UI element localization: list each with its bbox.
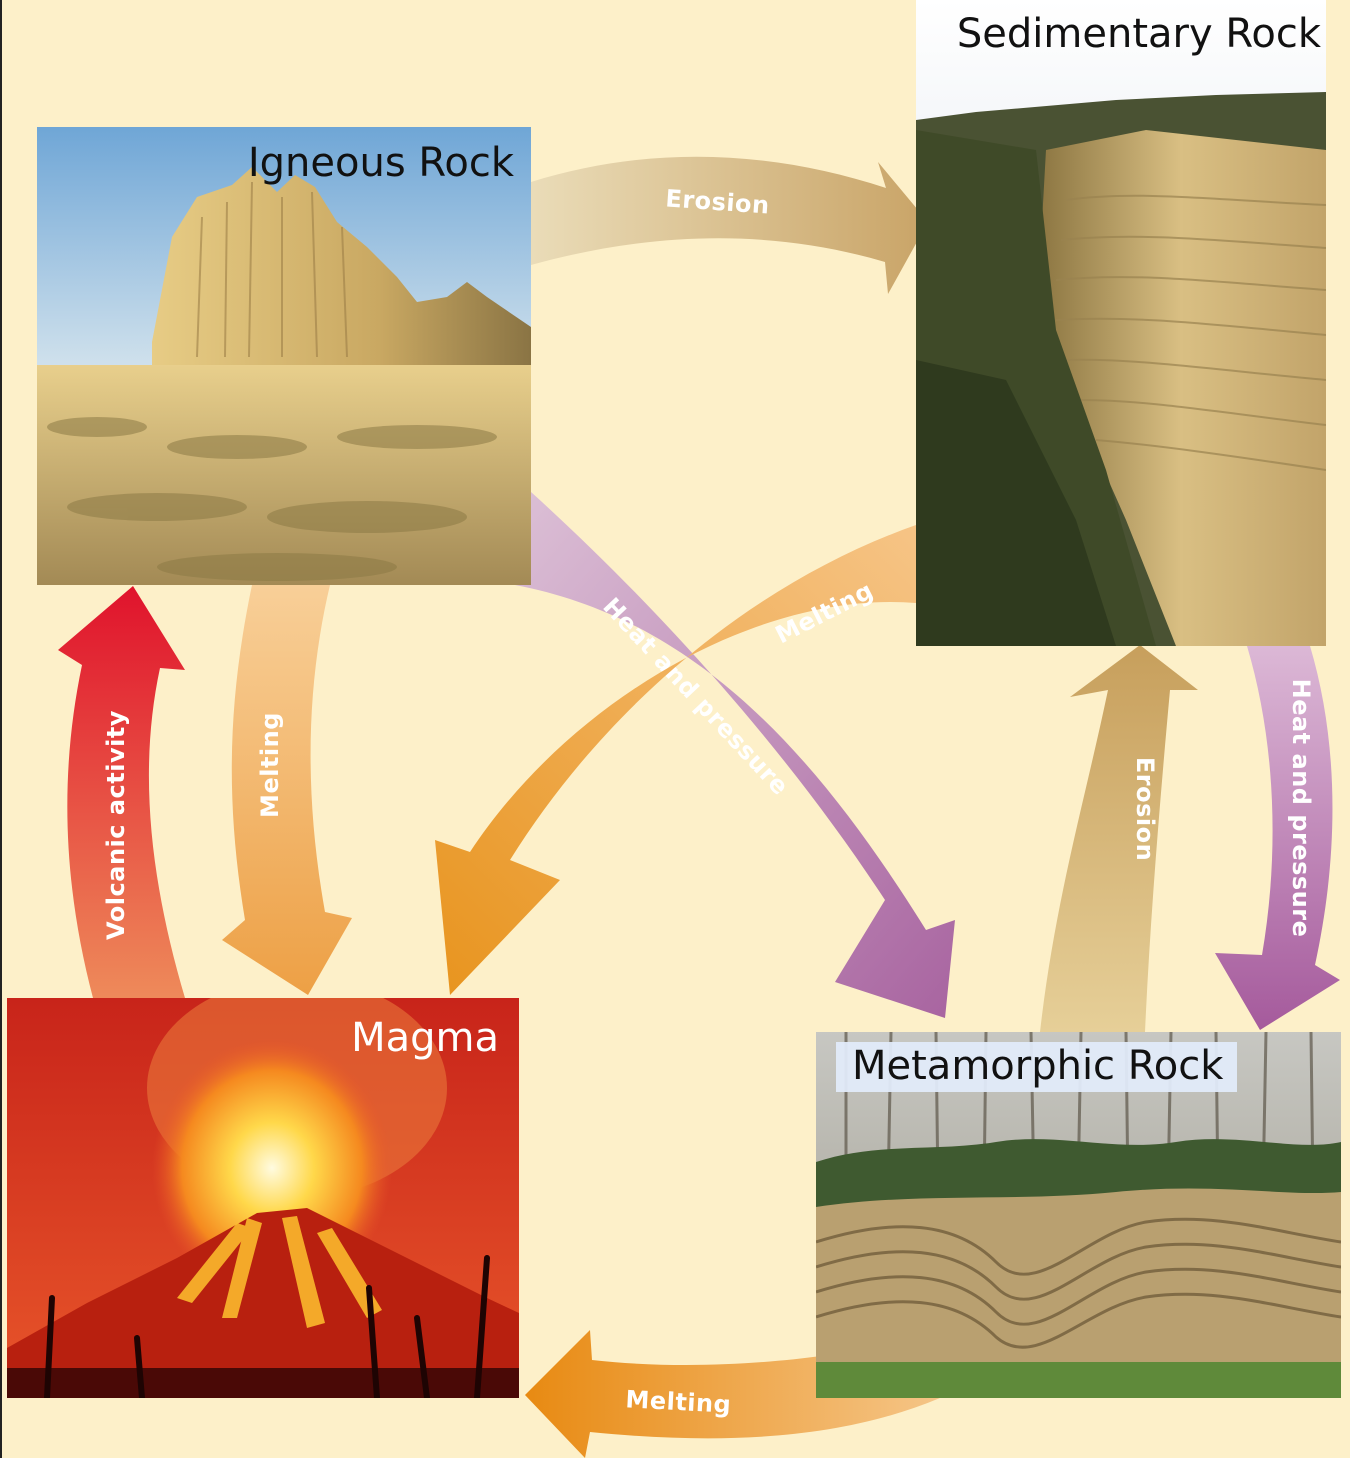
arrow-igneous-to-sedimentary: Erosion: [531, 156, 928, 294]
sedimentary-cliff-illustration: [916, 0, 1326, 646]
arrow-label-melting-vertical: Melting: [256, 712, 284, 818]
igneous-butte-illustration: [37, 127, 531, 585]
arrow-label-heat-pressure-vertical: Heat and pressure: [1287, 679, 1315, 938]
arrow-metamorphic-to-sedimentary: Erosion: [1040, 645, 1198, 1032]
sedimentary-rock-title: Sedimentary Rock: [956, 11, 1321, 57]
arrow-sedimentary-to-magma: Melting: [435, 525, 916, 995]
arrow-sedimentary-to-metamorphic: Heat and pressure: [1215, 646, 1340, 1030]
sedimentary-rock-photo: Sedimentary Rock: [916, 0, 1326, 646]
arrow-label-volcanic-activity: Volcanic activity: [102, 710, 130, 940]
metamorphic-rock-photo: Metamorphic Rock: [816, 1032, 1341, 1398]
folded-rock-outcrop-illustration: [816, 1032, 1341, 1398]
magma-photo: Magma: [7, 998, 519, 1398]
arrow-label-melting-bottom: Melting: [625, 1385, 732, 1419]
left-border-line: [0, 0, 2, 1458]
arrow-label-erosion-vertical: Erosion: [1131, 757, 1159, 861]
arrow-magma-to-igneous: Volcanic activity: [58, 586, 185, 998]
volcano-eruption-illustration: [7, 998, 519, 1398]
magma-title: Magma: [351, 1015, 499, 1061]
igneous-rock-title: Igneous Rock: [247, 140, 514, 186]
arrow-igneous-to-magma: Melting: [222, 585, 352, 995]
metamorphic-rock-title: Metamorphic Rock: [836, 1042, 1238, 1092]
igneous-rock-photo: Igneous Rock: [37, 127, 531, 585]
